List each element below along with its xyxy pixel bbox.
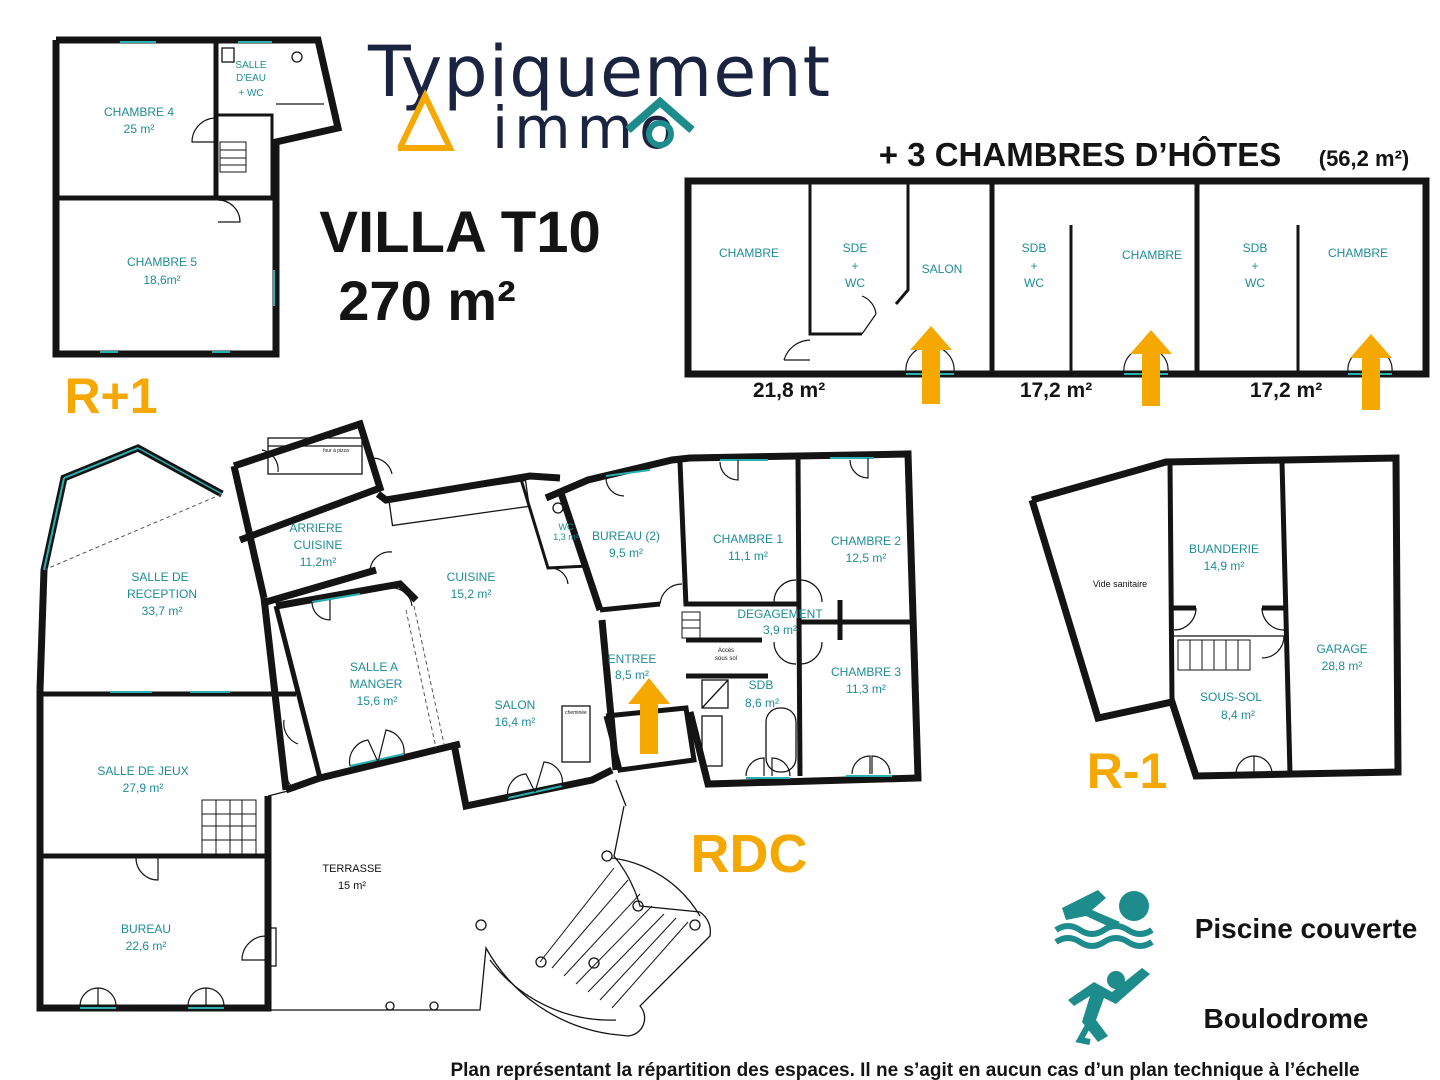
basement-soussol-area: 8,4 m² — [1221, 708, 1255, 722]
rdc-ch3-name: CHAMBRE 3 — [831, 665, 901, 679]
guest3-sdb: SDB — [1243, 241, 1268, 255]
footer-disclaimer: Plan représentant la répartition des esp… — [450, 1060, 1359, 1080]
runner-icon — [1068, 968, 1150, 1045]
rdc-reception-name: SALLE DE — [131, 570, 188, 584]
guest3-chambre: CHAMBRE — [1328, 246, 1388, 260]
rdc-salon-area: 16,4 m² — [495, 715, 536, 729]
basement-garage-area: 28,8 m² — [1322, 659, 1363, 673]
rdc-degagement-area: 3,9 m² — [763, 623, 797, 637]
basement-plan: Vide sanitaire BUANDERIE 14,9 m² GARAGE … — [1028, 454, 1402, 780]
guest2-sdb: SDB — [1022, 241, 1047, 255]
guest1-salon: SALON — [922, 262, 963, 276]
acces-label2: sous sol — [715, 656, 737, 662]
villa-area: 270 m² — [338, 269, 515, 332]
basement-garage-name: GARAGE — [1316, 642, 1367, 656]
guest1-chambre: CHAMBRE — [719, 246, 779, 260]
entrance-arrow-icon — [1350, 334, 1392, 410]
guest2-chambre: CHAMBRE — [1122, 248, 1182, 262]
rdc-degagement-name: DEGAGEMENT — [737, 607, 823, 621]
guest2-area: 17,2 m² — [1020, 379, 1092, 402]
rdc-terrasse-name: TERRASSE — [322, 863, 381, 875]
guest3-plus: + — [1251, 259, 1258, 273]
r1-chambre4-name: CHAMBRE 4 — [104, 105, 174, 119]
level-label-r1: R+1 — [64, 368, 157, 424]
r1-sde-name: SALLE — [235, 60, 266, 71]
swimmer-icon — [1054, 890, 1154, 949]
rdc-ch1-name: CHAMBRE 1 — [713, 532, 783, 546]
rdc-arriere-name: ARRIERE — [289, 521, 342, 535]
guest-heading: + 3 CHAMBRES D’HÔTES — [879, 135, 1281, 173]
villa-type: VILLA T10 — [319, 200, 600, 265]
rdc-ch3-area: 11,3 m² — [846, 682, 886, 696]
entrance-arrow-icon — [1130, 330, 1172, 406]
rdc-arriere-name2: CUISINE — [294, 538, 343, 552]
rdc-ch1-area: 11,1 m² — [728, 549, 768, 563]
brand-name-line1: Typiquement — [367, 31, 831, 113]
rdc-wc-name: WC — [559, 522, 574, 532]
amenity-boulodrome-label: Boulodrome — [1204, 1003, 1369, 1034]
basement-buanderie-name: BUANDERIE — [1189, 542, 1259, 556]
guest-rooms-plan: CHAMBRE SDE + WC SALON SDB + WC CHAMBRE … — [684, 177, 1430, 410]
r1-plan: CHAMBRE 4 25 m² SALLE D’EAU + WC CHAMBRE… — [52, 36, 343, 358]
rdc-bureau-area: 22,6 m² — [126, 939, 167, 953]
r1-chambre5-area: 18,6m² — [143, 273, 180, 287]
acces-label: Accès — [718, 648, 734, 654]
brand-logo: Typiquement immo — [367, 31, 831, 162]
rdc-wc-area: 1,3 m² — [553, 532, 579, 542]
rdc-salon-name: SALON — [495, 698, 536, 712]
level-label-rdc: RDC — [691, 824, 808, 884]
rdc-terrasse-area: 15 m² — [338, 880, 366, 892]
rdc-ch2-name: CHAMBRE 2 — [831, 534, 901, 548]
rdc-bureau-name: BUREAU — [121, 922, 171, 936]
r1-chambre5-name: CHAMBRE 5 — [127, 255, 197, 269]
basement-vide-name: Vide sanitaire — [1093, 579, 1147, 589]
guest3-wc: WC — [1245, 276, 1265, 290]
rdc-bureau2-area: 9,5 m² — [609, 546, 643, 560]
basement-buanderie-area: 14,9 m² — [1204, 559, 1245, 573]
guest3-area: 17,2 m² — [1250, 379, 1322, 402]
cheminee-label: cheminée — [565, 710, 587, 716]
logo-house-icon — [625, 96, 695, 148]
brand-name-line2: immo — [492, 94, 681, 162]
guest1-wc: WC — [845, 276, 865, 290]
guest-rooms-heading: + 3 CHAMBRES D’HÔTES (56,2 m²) — [879, 135, 1409, 173]
rdc-sdb-area: 8,6 m² — [745, 696, 779, 710]
guest1-plus: + — [851, 259, 858, 273]
ground-floor-plan: four à pizza cheminée — [36, 419, 922, 1037]
logo-triangle-icon — [397, 89, 455, 151]
rdc-entree-name: ENTREE — [608, 652, 657, 666]
rdc-sdb-name: SDB — [749, 678, 774, 692]
guest2-wc: WC — [1024, 276, 1044, 290]
guest1-sde: SDE — [843, 241, 868, 255]
rdc-manger-name2: MANGER — [350, 677, 403, 691]
guest-heading-area: (56,2 m²) — [1319, 146, 1409, 171]
guest1-area: 21,8 m² — [753, 379, 825, 402]
four-pizza-label: four à pizza — [323, 448, 349, 454]
r1-chambre4-area: 25 m² — [124, 122, 155, 136]
rdc-bureau2-name: BUREAU (2) — [592, 529, 660, 543]
main-entrance-arrow-icon — [628, 678, 670, 754]
rdc-arriere-area: 11,2m² — [300, 555, 336, 569]
rdc-manger-area: 15,6 m² — [357, 694, 398, 708]
rdc-ch2-area: 12,5 m² — [846, 551, 887, 565]
entrance-arrow-icon — [910, 326, 952, 404]
rdc-manger-name: SALLE A — [350, 660, 398, 674]
basement-soussol-name: SOUS-SOL — [1200, 690, 1262, 704]
r1-sde-name2: D’EAU — [236, 73, 266, 84]
guest2-plus: + — [1030, 259, 1037, 273]
rdc-jeux-area: 27,9 m² — [123, 781, 164, 795]
rdc-jeux-name: SALLE DE JEUX — [97, 764, 188, 778]
rdc-entree-area: 8,5 m² — [615, 668, 649, 682]
rdc-cuisine-name: CUISINE — [447, 570, 496, 584]
amenity-pool-label: Piscine couverte — [1195, 913, 1418, 944]
r1-sde-name3: + WC — [238, 88, 263, 99]
level-label-r-1: R-1 — [1087, 743, 1168, 799]
rdc-cuisine-area: 15,2 m² — [451, 587, 492, 601]
rdc-reception-name2: RECEPTION — [127, 587, 197, 601]
rdc-reception-area: 33,7 m² — [142, 604, 183, 618]
